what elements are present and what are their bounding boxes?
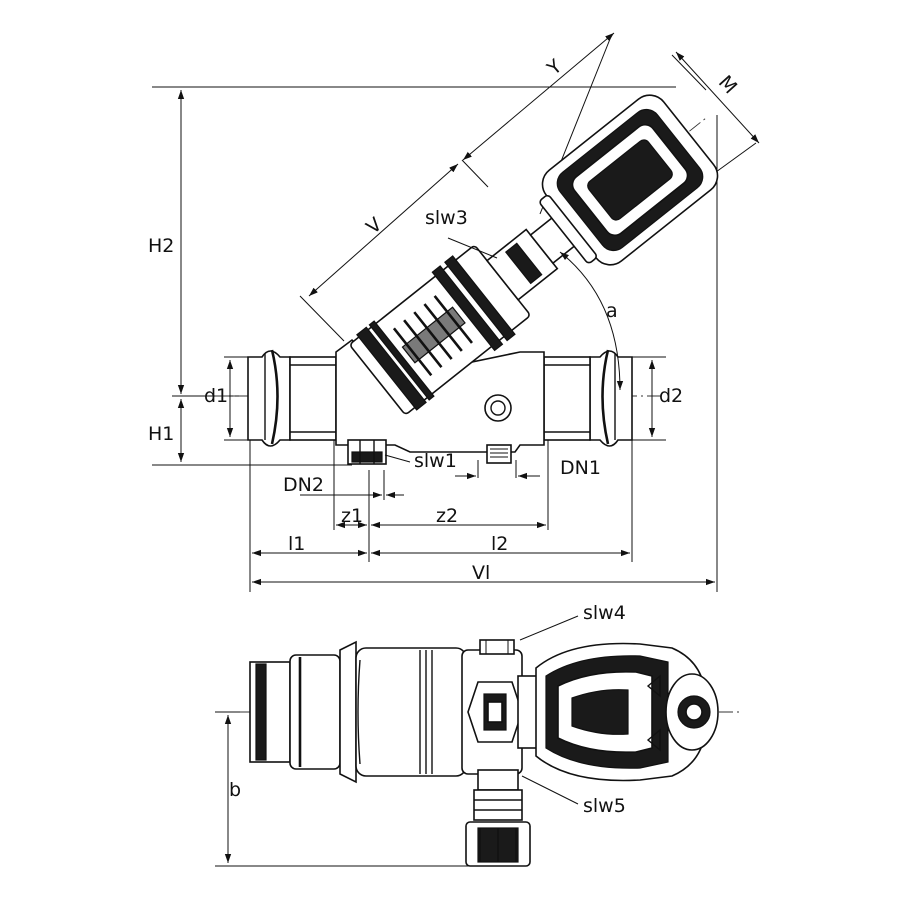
label-slw4: slw4 bbox=[583, 602, 626, 624]
label-b: b bbox=[229, 779, 241, 801]
label-slw1: slw1 bbox=[414, 450, 457, 472]
label-H1: H1 bbox=[148, 423, 174, 445]
label-z2: z2 bbox=[436, 505, 458, 527]
plan-press-fitting bbox=[249, 640, 357, 784]
label-H2: H2 bbox=[148, 235, 174, 257]
plan-view: slw4 slw5 b bbox=[215, 602, 740, 867]
label-M: M bbox=[714, 71, 741, 98]
label-d2: d2 bbox=[659, 385, 683, 407]
valve-handle bbox=[539, 94, 719, 266]
label-l2: l2 bbox=[491, 533, 508, 555]
label-z1: z1 bbox=[341, 505, 363, 527]
label-a: a bbox=[606, 300, 618, 322]
valve-body bbox=[335, 338, 545, 465]
label-Vl: Vl bbox=[472, 562, 490, 584]
label-V: V bbox=[362, 213, 386, 238]
label-slw5: slw5 bbox=[583, 795, 626, 817]
label-DN2: DN2 bbox=[283, 474, 324, 496]
dimension-lines bbox=[177, 32, 760, 586]
label-DN1: DN1 bbox=[560, 457, 601, 479]
side-elevation-view: Y M V slw3 a H2 d1 d2 H1 slw1 DN1 DN2 z1… bbox=[148, 32, 760, 592]
plan-handle bbox=[535, 642, 719, 782]
left-press-fitting bbox=[247, 349, 337, 447]
label-slw3: slw3 bbox=[425, 207, 468, 229]
label-l1: l1 bbox=[288, 533, 305, 555]
plan-drain-fitting bbox=[465, 769, 531, 867]
plan-valve-body bbox=[355, 639, 539, 777]
label-d1: d1 bbox=[204, 385, 228, 407]
